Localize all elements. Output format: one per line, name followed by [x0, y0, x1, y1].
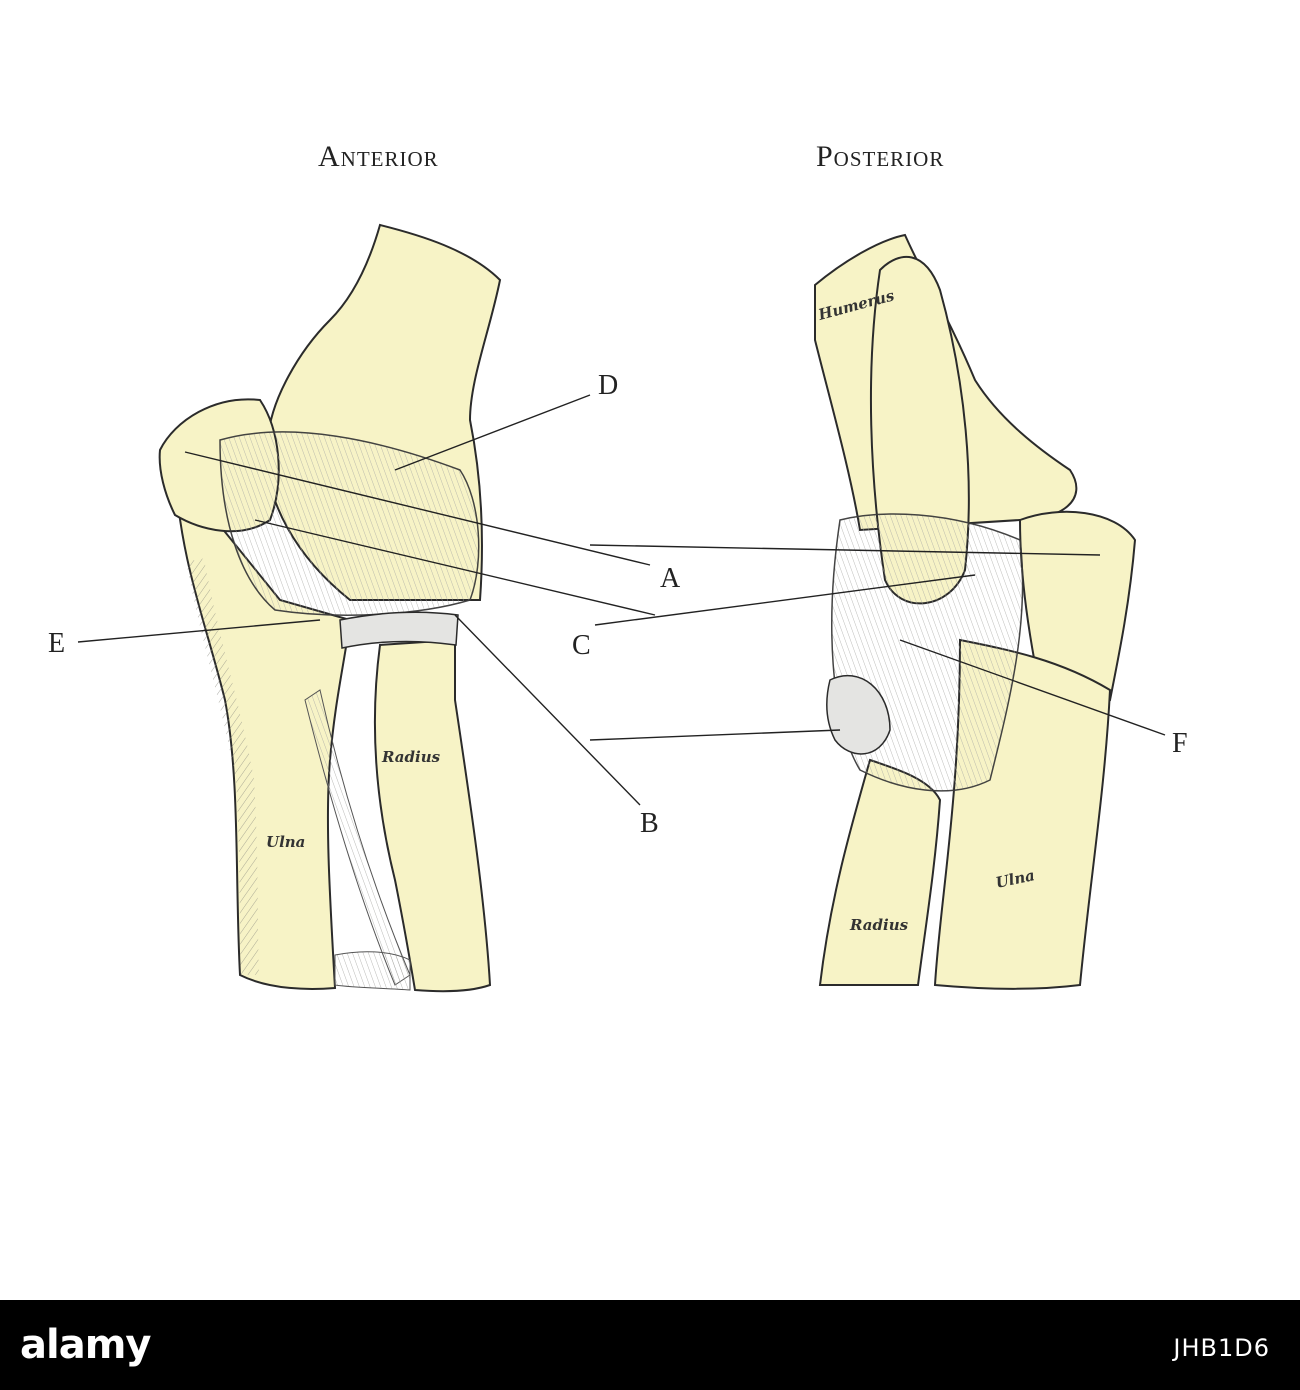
- callout-b: B: [640, 808, 659, 839]
- callout-c: C: [572, 630, 591, 661]
- diagram-canvas: Radius Ulna Humerus Radius Ulna: [77, 223, 1166, 993]
- leader-line-f: [899, 639, 1166, 736]
- posterior-lateral-epicondyle: [1018, 510, 1137, 702]
- anterior-elbow: Radius Ulna: [158, 223, 502, 993]
- posterior-view-title: Posterior: [816, 140, 945, 173]
- stock-footer-bar: alamy JHB1D6: [0, 1300, 1300, 1390]
- leader-line-a-anterior: [184, 451, 651, 566]
- elbow-ligament-diagram: Radius Ulna Humerus Radius Ulna: [48, 140, 1188, 993]
- anterior-capsule: [219, 431, 480, 616]
- callout-a: A: [660, 563, 681, 594]
- leader-line-c-posterior: [594, 574, 976, 626]
- leader-line-b-anterior: [454, 614, 641, 806]
- posterior-elbow: Humerus Radius Ulna: [814, 233, 1137, 990]
- anterior-view-title: Anterior: [318, 140, 439, 173]
- callout-e: E: [48, 628, 66, 659]
- image-id: JHB1D6: [1173, 1334, 1270, 1362]
- leader-lines: [77, 394, 1166, 806]
- callout-d: D: [598, 370, 619, 401]
- leader-line-a-posterior: [589, 544, 1101, 556]
- alamy-logo[interactable]: alamy: [20, 1322, 151, 1368]
- anterior-radius-label: Radius: [381, 748, 441, 766]
- callout-f: F: [1172, 728, 1188, 759]
- leader-line-c-anterior: [254, 519, 656, 616]
- posterior-radius-bone: [818, 758, 942, 986]
- leader-line-b-posterior: [589, 729, 841, 741]
- anterior-ulna-label: Ulna: [266, 833, 305, 851]
- posterior-radius-label: Radius: [849, 916, 909, 934]
- anterior-annular-ligament: [339, 611, 459, 649]
- leader-line-d: [394, 394, 591, 471]
- anterior-radius-bone: [374, 638, 492, 993]
- leader-line-e: [77, 619, 321, 643]
